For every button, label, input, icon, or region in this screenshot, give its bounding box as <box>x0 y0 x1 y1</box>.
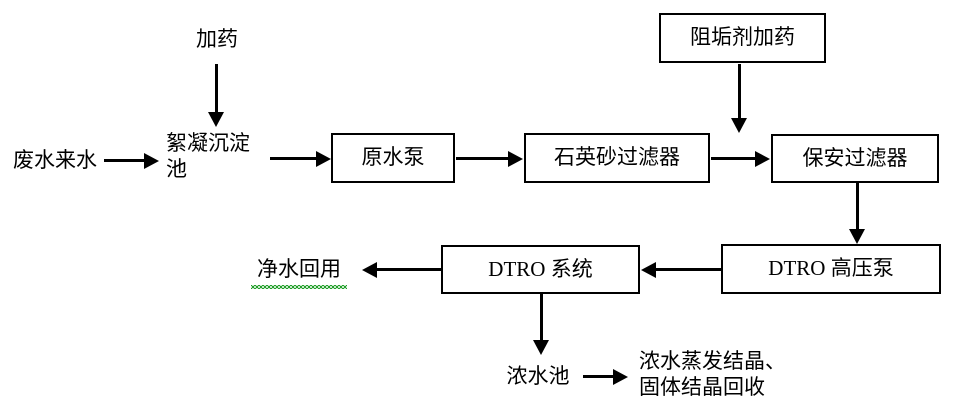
node-influent: 废水来水 <box>13 148 97 173</box>
arrowhead-down-icon <box>849 229 865 244</box>
node-clean-water-reuse: 净水回用 <box>257 257 341 282</box>
edge-shaft <box>104 159 148 162</box>
node-evaporation-crystallization: 浓水蒸发结晶、 固体结晶回收 <box>639 349 786 399</box>
arrowhead-left-icon <box>641 262 656 278</box>
node-antiscalant-dosing: 阻垢剂加药 <box>659 13 826 63</box>
arrowhead-right-icon <box>508 151 523 167</box>
node-quartz-sand-filter: 石英砂过滤器 <box>524 133 710 183</box>
node-dosing: 加药 <box>196 27 238 52</box>
node-coagulation-sedimentation-tank: 絮凝沉淀 池 <box>166 131 250 181</box>
arrowhead-down-icon <box>208 112 224 127</box>
node-brine-pond: 浓水池 <box>506 364 570 389</box>
arrowhead-down-icon <box>533 340 549 355</box>
edge-shaft <box>656 268 722 271</box>
arrowhead-left-icon <box>362 262 377 278</box>
edge-shaft <box>738 64 741 120</box>
edge-shaft <box>711 157 757 160</box>
edge-shaft <box>377 268 442 271</box>
arrowhead-right-icon <box>316 151 331 167</box>
arrowhead-right-icon <box>755 151 770 167</box>
node-raw-water-pump: 原水泵 <box>331 133 455 183</box>
edge-shaft <box>456 157 510 160</box>
arrowhead-down-icon <box>731 118 747 133</box>
arrowhead-right-icon <box>144 153 159 169</box>
arrowhead-right-icon <box>613 369 628 385</box>
spellcheck-squiggle-underline <box>251 285 347 289</box>
edge-shaft <box>270 157 318 160</box>
node-security-filter: 保安过滤器 <box>771 134 939 183</box>
edge-shaft <box>583 375 615 378</box>
node-dtro-system: DTRO 系统 <box>441 245 640 294</box>
edge-shaft <box>215 64 218 114</box>
node-dtro-high-pressure-pump: DTRO 高压泵 <box>721 244 941 294</box>
edge-shaft <box>540 294 543 342</box>
edge-shaft <box>856 183 859 231</box>
